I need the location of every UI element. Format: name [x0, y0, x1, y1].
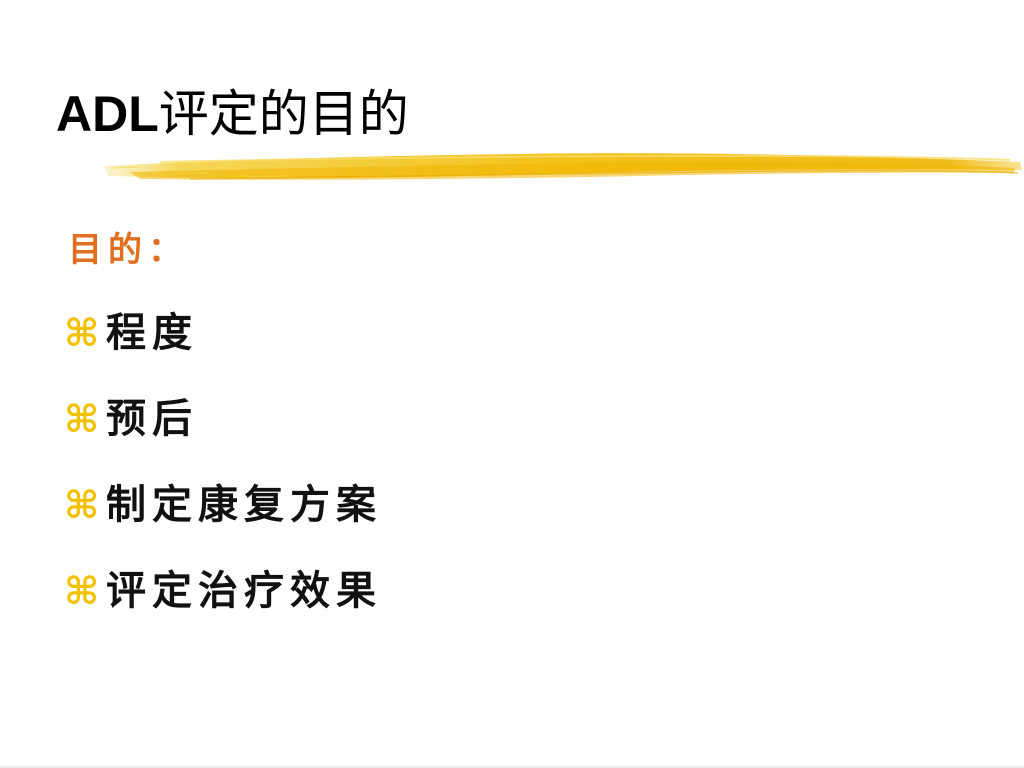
slide-title: ADL评定的目的	[56, 78, 409, 150]
slide-title-latin: ADL	[56, 86, 159, 142]
bullet-text: 评定治疗效果	[106, 567, 382, 614]
list-item: ⌘ 评定治疗效果	[64, 562, 382, 620]
bullet-text: 程度	[106, 309, 198, 356]
bullet-text: 制定康复方案	[106, 481, 382, 528]
bullet-text: 预后	[106, 395, 198, 442]
brush-stroke-underline	[104, 153, 1022, 180]
bottom-divider	[0, 766, 1024, 768]
slide-title-cjk: 评定的目的	[158, 85, 409, 143]
command-icon: ⌘	[64, 311, 100, 355]
list-item: ⌘ 制定康复方案	[64, 476, 382, 534]
bullet-list: ⌘ 程度 ⌘ 预后 ⌘ 制定康复方案 ⌘ 评定治疗效果	[64, 304, 382, 648]
command-icon: ⌘	[64, 569, 100, 613]
list-item: ⌘ 预后	[64, 390, 382, 448]
purpose-subheading: 目的：	[68, 230, 188, 270]
command-icon: ⌘	[64, 483, 100, 527]
list-item: ⌘ 程度	[64, 304, 382, 362]
command-icon: ⌘	[64, 397, 100, 441]
